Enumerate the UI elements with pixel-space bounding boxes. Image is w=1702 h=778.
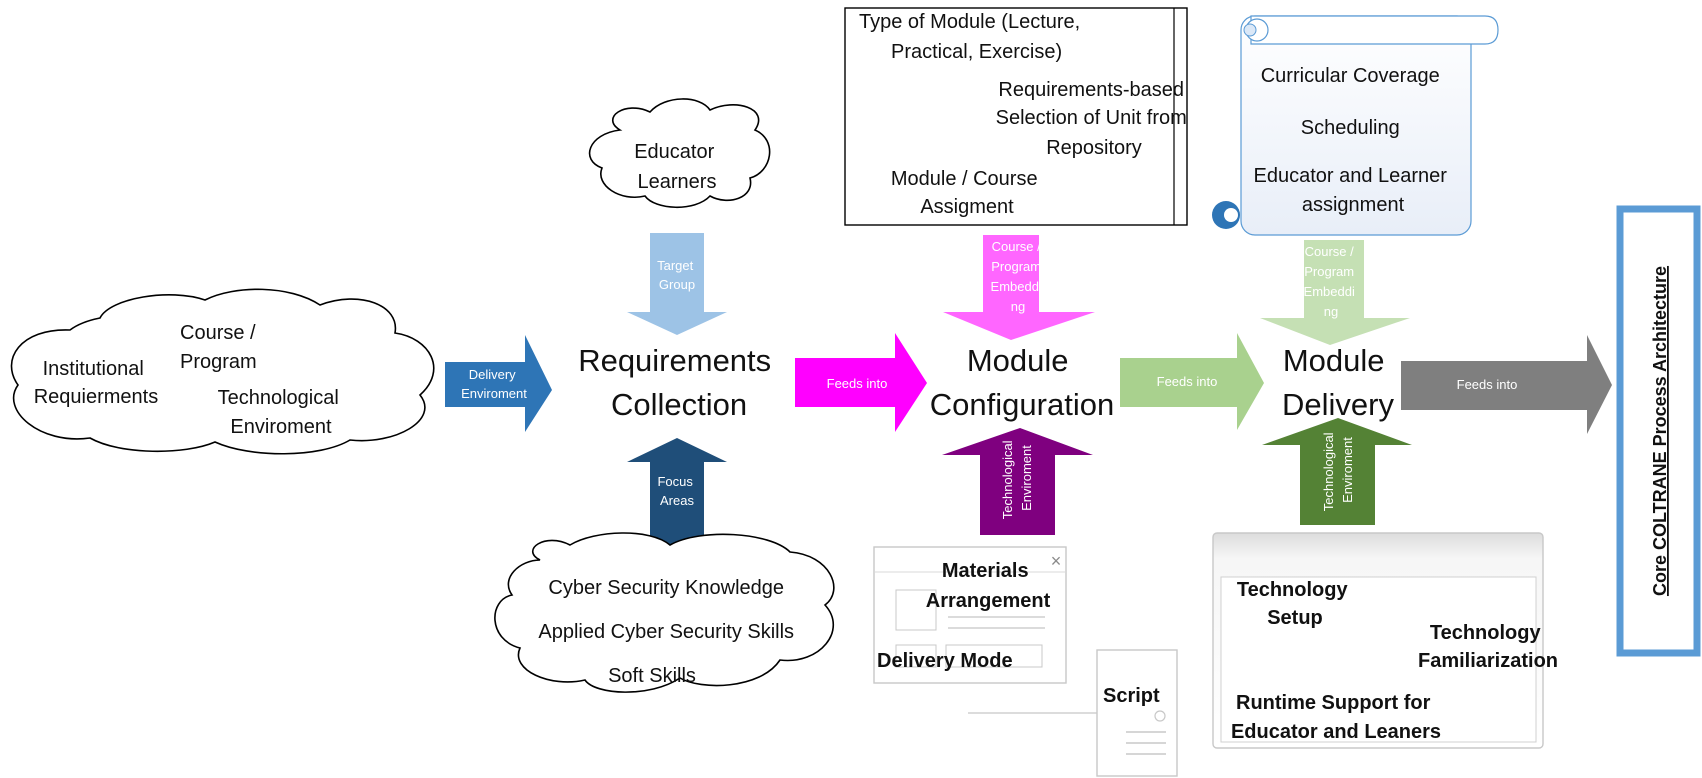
svg-text:Runtime Support for Educ: Runtime Support for Educator and Leaners [1231, 692, 1441, 743]
script-document: Script [968, 649, 1178, 777]
svg-text:Requirements-based Selec: Requirements-based Selection of Unit fro… [996, 79, 1193, 159]
technological-environment-arrow-1: Technological Enviroment [942, 428, 1093, 535]
feeds-into-arrow-3: Feeds into [1401, 335, 1612, 434]
technological-environment-label: Technological Enviroment [218, 387, 345, 438]
svg-text:Course / Program E: Course / Program Embeddi ng [991, 239, 1046, 314]
svg-text:Delivery Enviroment: Delivery Enviroment [461, 367, 527, 401]
svg-text:Materials Arrangement: Materials Arrangement [926, 560, 1051, 612]
side-title: Core COLTRANE Process Architecture [1650, 266, 1670, 596]
target-group-arrow: Target Group [627, 233, 727, 335]
technological-environment-arrow-2: Technological Enviroment [1262, 418, 1412, 525]
svg-text:Technology Familiarizati: Technology Familiarization [1418, 622, 1558, 672]
module-type-box: Type of Module (Lecture, Practical, Exer… [844, 7, 1193, 226]
institutional-requirements-label: Institutional Requierments [34, 358, 159, 408]
close-icon: × [1051, 551, 1062, 571]
module-delivery-node: Module Delivery [1282, 343, 1394, 422]
module-configuration-node: Module Configuration [930, 343, 1114, 422]
institutional-cloud: Course / Program Institutional Requierme… [10, 288, 435, 455]
focus-areas-cloud: Cyber Security Knowledge Applied Cyber S… [494, 532, 835, 693]
svg-text:Educator Learners: Educator Learners [634, 141, 720, 193]
requirements-collection-node: Requirements Collection [578, 343, 780, 422]
svg-text:Target Group: Target Group [657, 258, 697, 292]
materials-arrangement-panel: × Materials Arrangement Delivery Mode [873, 546, 1067, 684]
focus-areas-arrow: Focus Areas [627, 438, 727, 545]
course-program-embedding-arrow-1: Course / Program Embeddi ng [943, 235, 1095, 340]
feeds-into-arrow-2: Feeds into [1120, 333, 1264, 430]
svg-text:Feeds into: Feeds into [1457, 377, 1518, 392]
course-program-embedding-arrow-2: Course / Program Embeddi ng [1260, 240, 1410, 345]
svg-text:Cyber Security Knowledge: Cyber Security Knowledge Applied Cyber S… [538, 577, 799, 687]
scheduling-scroll: Curricular Coverage Scheduling Educator … [1212, 15, 1499, 236]
course-program-label: Course / Program [180, 322, 261, 373]
svg-text:Delivery Mode: Delivery Mode [877, 650, 1013, 672]
target-group-cloud: Educator Learners [588, 98, 771, 208]
feeds-into-arrow-1: Feeds into [795, 333, 927, 432]
svg-text:Module / Course Assigmen: Module / Course Assigment [891, 168, 1043, 218]
svg-text:Curricular Coverage Sche: Curricular Coverage Scheduling Educator … [1253, 65, 1452, 216]
svg-text:Technological Enviroment: Technological Enviroment [1000, 437, 1034, 519]
svg-text:Technology Setup: Technology Setup [1237, 579, 1353, 629]
technology-support-panel: Technology Setup Technology Familiarizat… [1212, 532, 1558, 749]
svg-text:Course / Program E: Course / Program Embeddi ng [1304, 244, 1359, 319]
core-architecture-frame: Core COLTRANE Process Architecture [1616, 205, 1701, 657]
svg-text:Technological Enviroment: Technological Enviroment [1321, 429, 1355, 511]
svg-text:Feeds into: Feeds into [1157, 374, 1218, 389]
svg-text:Script: Script [1103, 685, 1160, 707]
svg-text:Focus Areas: Focus Areas [657, 474, 696, 508]
delivery-environment-arrow: Delivery Enviroment [445, 335, 552, 432]
svg-text:Type of Module (Lecture,: Type of Module (Lecture, Practical, Exer… [859, 11, 1086, 63]
svg-text:Feeds into: Feeds into [827, 376, 888, 391]
